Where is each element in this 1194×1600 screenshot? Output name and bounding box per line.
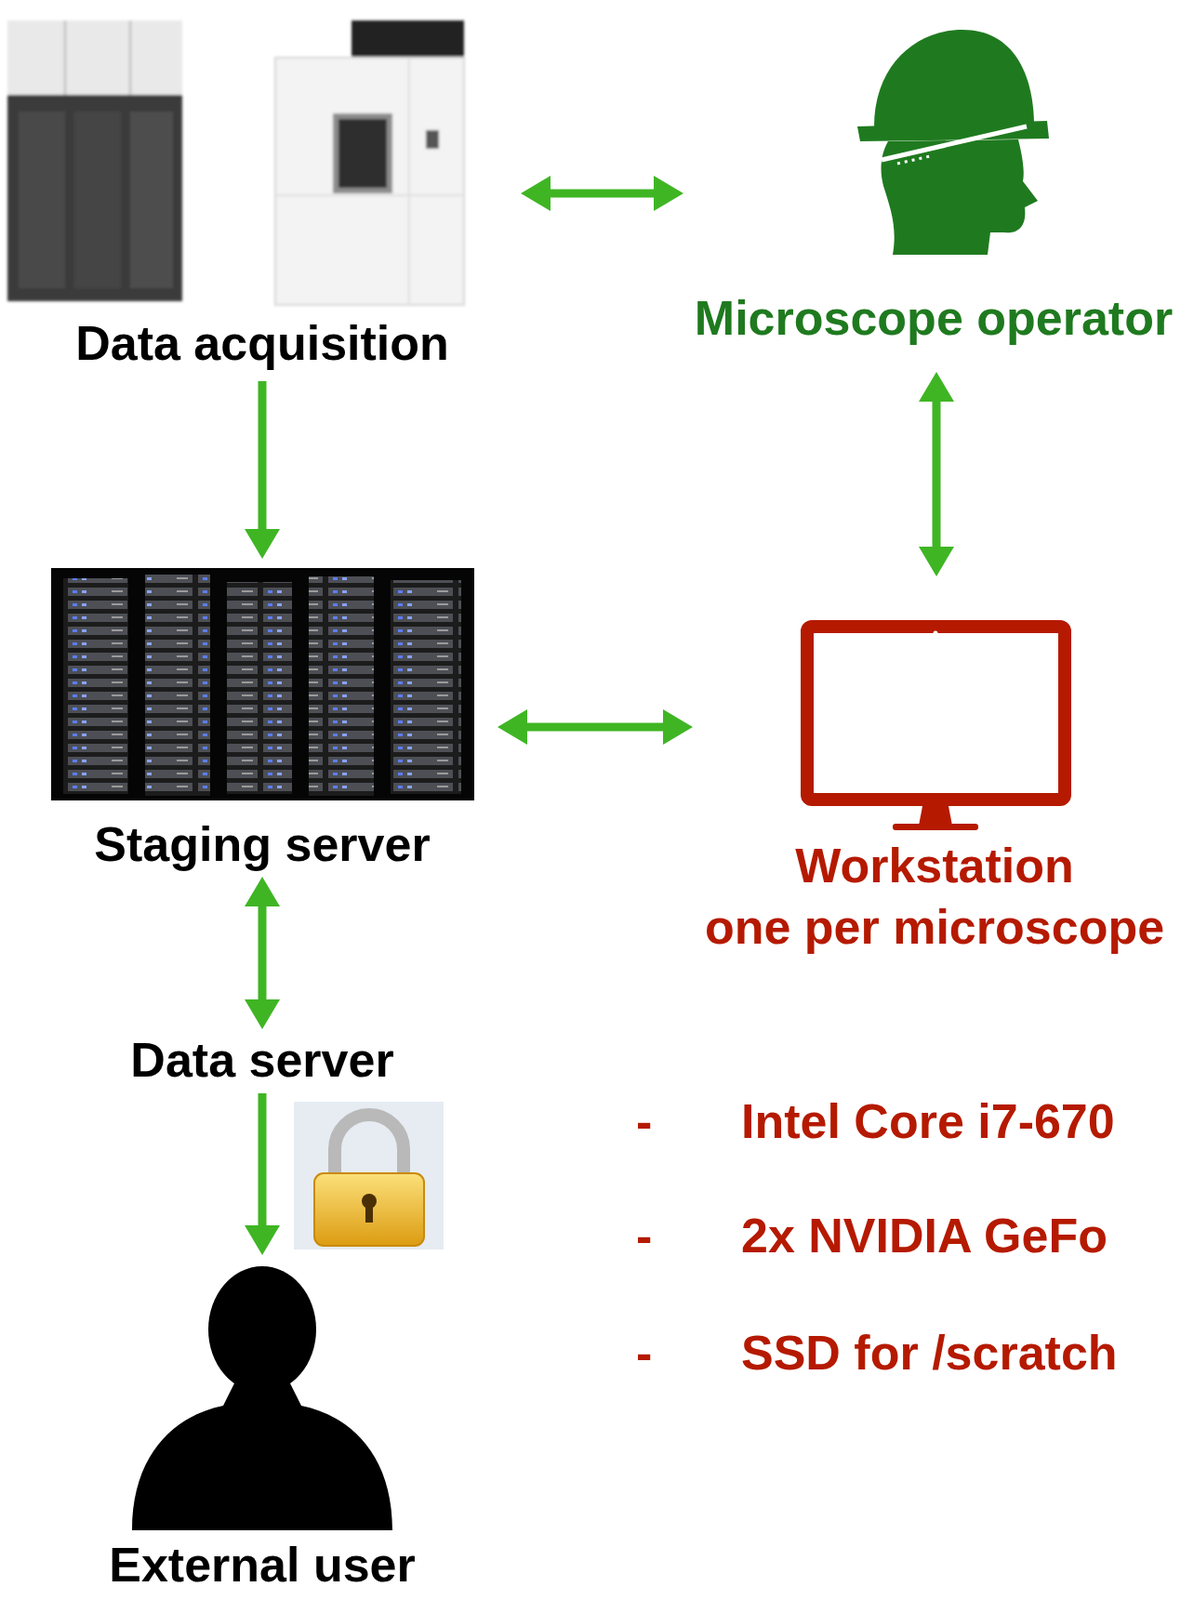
lock-body bbox=[314, 1173, 425, 1247]
monitor-icon bbox=[807, 626, 1065, 831]
rack bbox=[145, 574, 211, 796]
node-label: Workstation bbox=[795, 838, 1075, 895]
arrow-connector bbox=[932, 401, 942, 547]
monitor-stand bbox=[918, 806, 953, 826]
rack bbox=[63, 578, 129, 795]
rack-ground bbox=[51, 568, 475, 801]
node-label: Data server bbox=[130, 1033, 394, 1089]
monitor-camera bbox=[933, 631, 939, 637]
arrow-connector bbox=[258, 1093, 267, 1226]
helmet-brim bbox=[857, 120, 1049, 142]
arrow-connector bbox=[258, 906, 267, 1000]
node-label: Staging server bbox=[93, 817, 430, 874]
rack bbox=[226, 582, 292, 795]
microscope-illustration bbox=[7, 20, 465, 306]
spec-text: SSD for /scratch bbox=[741, 1326, 1118, 1382]
lock-ground bbox=[293, 1101, 444, 1250]
diagram-node: Staging server bbox=[41, 558, 498, 877]
node-label: Data acquisition bbox=[75, 316, 450, 372]
rack bbox=[390, 580, 462, 795]
keyhole bbox=[365, 1204, 373, 1223]
microscope-top bbox=[351, 20, 465, 60]
server-racks-illustration bbox=[51, 568, 475, 801]
cabinet-panel bbox=[18, 111, 66, 289]
microscope-cabinet bbox=[275, 57, 465, 306]
diagram-node: Microscope operator bbox=[683, 9, 1185, 372]
lock-icon bbox=[293, 1101, 444, 1250]
cabinet-body bbox=[7, 94, 183, 302]
helmet-dome bbox=[874, 29, 1035, 127]
diagram-node: Workstationone per microscope bbox=[692, 576, 1181, 960]
spec-text: - bbox=[636, 1326, 652, 1382]
monitor-base bbox=[892, 823, 979, 831]
user-body bbox=[132, 1383, 393, 1531]
rack bbox=[308, 576, 374, 796]
monitor-screen bbox=[807, 626, 1065, 800]
node-label: one per microscope bbox=[704, 900, 1165, 956]
diagram-node: Data acquisition bbox=[9, 7, 521, 382]
control-panel bbox=[425, 130, 439, 149]
arrow-connector bbox=[258, 381, 267, 530]
spec-text: - bbox=[636, 1208, 652, 1265]
arrow-connector bbox=[527, 723, 664, 732]
spec-text: 2x NVIDIA GeFo bbox=[741, 1208, 1108, 1265]
user-icon bbox=[132, 1266, 393, 1531]
operator-icon bbox=[857, 29, 1049, 255]
cabinet-top bbox=[7, 20, 183, 95]
node-label: External user bbox=[108, 1538, 416, 1594]
panel-line bbox=[408, 57, 411, 306]
lock-shackle bbox=[334, 1114, 404, 1178]
strap-dots bbox=[897, 156, 930, 164]
screen-frame bbox=[332, 113, 393, 194]
cabinet-panel bbox=[74, 111, 121, 289]
diagram-node: External user bbox=[102, 1255, 424, 1598]
arrow-connector bbox=[550, 189, 654, 199]
panel-line bbox=[64, 20, 67, 95]
user-head bbox=[208, 1266, 317, 1393]
spec-text: Intel Core i7-670 bbox=[741, 1094, 1115, 1151]
node-label: Microscope operator bbox=[694, 291, 1173, 347]
screen bbox=[338, 119, 387, 188]
helmet-strap bbox=[881, 126, 1027, 160]
panel-line bbox=[129, 20, 133, 95]
diagram-node: Data server bbox=[120, 1029, 404, 1094]
cabinet-panel bbox=[130, 111, 173, 289]
spec-text: - bbox=[636, 1094, 652, 1151]
panel-line bbox=[275, 194, 465, 197]
